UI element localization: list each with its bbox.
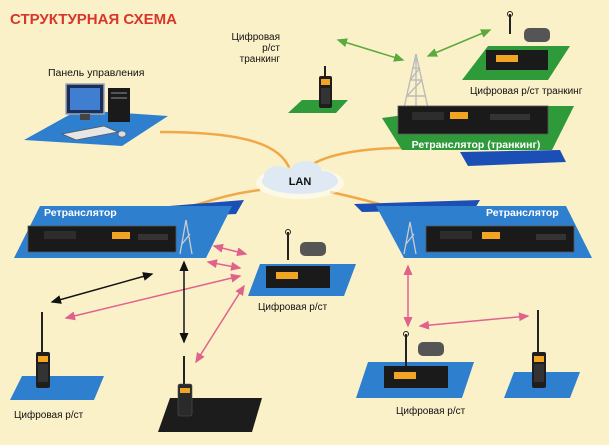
left-antenna-tower-icon (179, 219, 193, 255)
bottom-center-handheld-radio-icon (177, 356, 193, 417)
bottom-left-handheld-radio-icon (36, 312, 50, 388)
repeater-icon (397, 105, 549, 135)
handheld-radio-icon (319, 66, 332, 108)
left-repeater-label: Ретранслятор (44, 207, 117, 219)
bottom-right-mobile-radio-icon (384, 331, 448, 388)
right-repeater-label: Ретранслятор (486, 207, 559, 219)
right-antenna-tower-icon (403, 221, 417, 255)
link-arrow-left-handheld-black (50, 272, 154, 304)
trunk-link-arrow-left (336, 38, 405, 62)
bottom-center-platform (158, 398, 262, 432)
link-arrow-right-horizontal-pink (418, 312, 530, 330)
left-repeater-icon (27, 225, 177, 253)
bottom-right-handheld-radio-icon (532, 310, 546, 388)
link-arrow-left-handheld-pink (64, 273, 242, 321)
lan-label: LAN (289, 176, 312, 188)
bottom-left-radio-label: Цифровая р/ст (14, 409, 84, 421)
trunk-repeater-shadow (460, 150, 566, 166)
trunk-base-radio-label: Цифровая р/ст транкинг (470, 85, 583, 97)
mobile-radio-icon (486, 11, 550, 70)
bottom-right-radio-label: Цифровая р/ст (396, 405, 466, 417)
trunk-repeater-label: Ретранслятор (транкинг) (412, 139, 541, 151)
control-panel-label: Панель управления (48, 67, 144, 79)
trunk-radio-platform (288, 100, 348, 113)
link-arrow-center-pink (195, 284, 245, 364)
mid-radio-label: Цифровая р/ст (258, 301, 328, 313)
trunk-radio-label-line2: р/ст (262, 43, 280, 54)
mid-mobile-radio-icon (266, 229, 330, 288)
right-repeater-icon (425, 225, 575, 253)
bottom-left-radio-platform (10, 376, 104, 400)
diagram-title: СТРУКТУРНАЯ СХЕМА (10, 11, 177, 28)
trunk-link-arrow-right (426, 29, 492, 57)
link-arrow-repeater-mid-1 (212, 243, 248, 257)
link-arrow-repeater-mid-2 (206, 259, 242, 271)
trunk-radio-label-line1: Цифровая (231, 31, 280, 43)
trunk-radio-label-line3: транкинг (240, 54, 281, 65)
computer-icon (60, 83, 130, 141)
antenna-tower-icon (403, 53, 429, 109)
cloud-icon (256, 161, 344, 199)
